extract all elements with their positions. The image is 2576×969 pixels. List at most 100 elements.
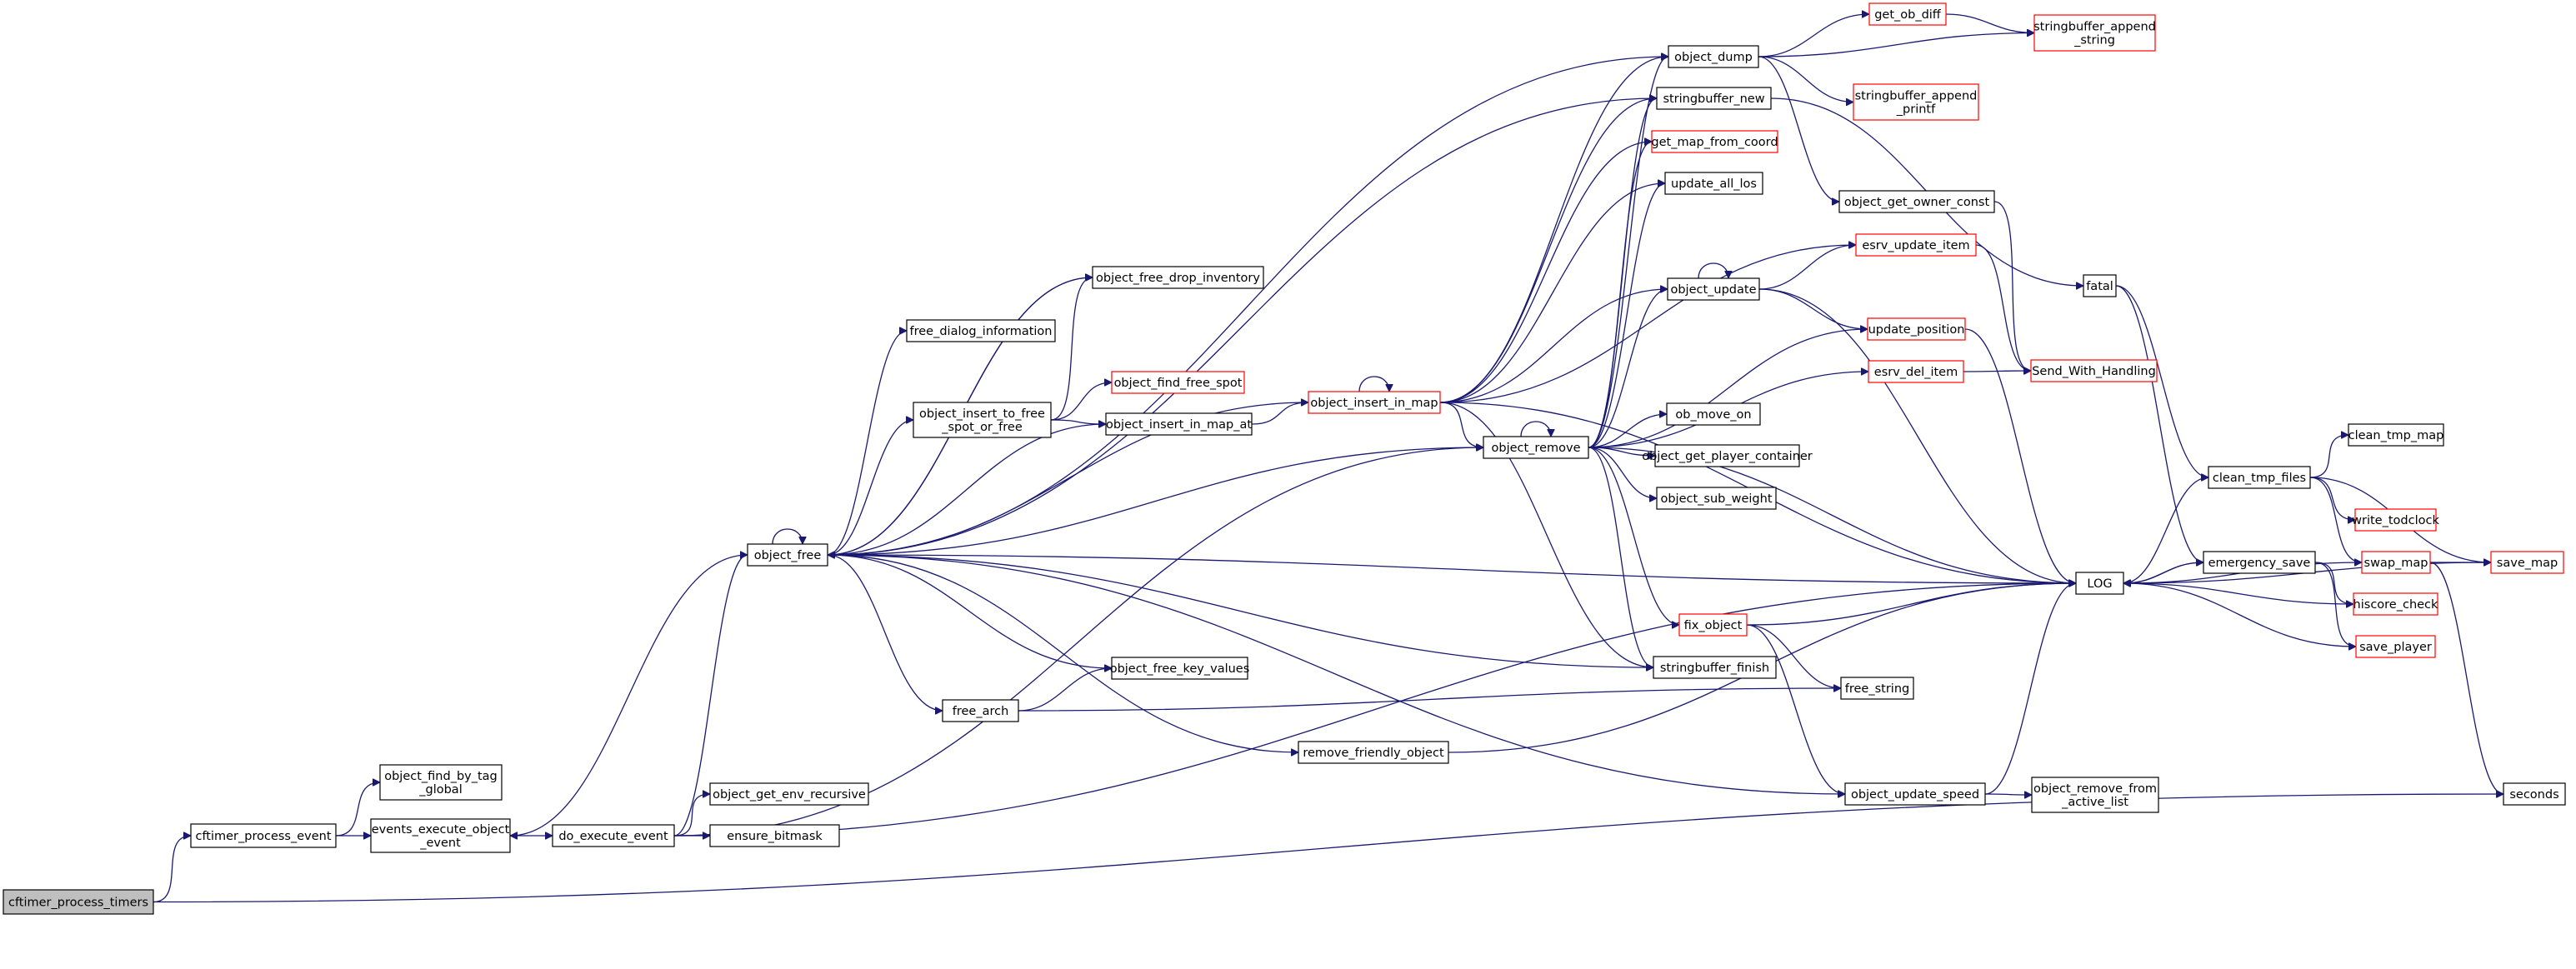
edge-object-remove-to-update-position xyxy=(1588,329,1868,448)
node-box xyxy=(709,782,869,806)
node-box xyxy=(2503,782,2566,806)
node-do-execute-event[interactable]: do_execute_event xyxy=(552,824,675,847)
node-clean-tmp-files[interactable]: clean_tmp_files xyxy=(2208,466,2311,489)
node-label: _event xyxy=(419,837,461,850)
node-label: stringbuffer_finish xyxy=(1660,662,1769,675)
node-hiscore-check[interactable]: hiscore_check xyxy=(2353,592,2438,616)
edge-object-insert-in-map-to-object-update xyxy=(1439,289,1668,403)
node-label: stringbuffer_append xyxy=(1855,90,1978,103)
node-label: free_arch xyxy=(953,705,1009,718)
node-swap-map[interactable]: swap_map xyxy=(2361,551,2431,574)
node-label: get_ob_diff xyxy=(1874,8,1942,22)
node-update-position[interactable]: update_position xyxy=(1867,317,1966,341)
node-cftimer-process-event[interactable]: cftimer_process_event xyxy=(190,823,337,848)
node-object-update[interactable]: object_update xyxy=(1667,277,1760,301)
edge-object-update-speed-to-object-remove-from-active-list xyxy=(1984,794,2032,795)
node-update-all-los[interactable]: update_all_los xyxy=(1664,172,1763,195)
node-stringbuffer-finish[interactable]: stringbuffer_finish xyxy=(1653,656,1777,679)
edge-object-free-to-object-free xyxy=(772,528,803,545)
node-ob-move-on[interactable]: ob_move_on xyxy=(1666,402,1761,426)
node-label: object_remove xyxy=(1492,442,1581,455)
node-object-insert-in-map[interactable]: object_insert_in_map xyxy=(1308,391,1441,414)
node-box xyxy=(1868,2,1947,26)
node-clean-tmp-map[interactable]: clean_tmp_map xyxy=(2348,423,2444,447)
node-object-free-key-values[interactable]: object_free_key_values xyxy=(1110,657,1250,680)
node-object-dump[interactable]: object_dump xyxy=(1668,45,1759,68)
node-label: clean_tmp_map xyxy=(2348,429,2444,442)
node-object-get-owner-const[interactable]: object_get_owner_const xyxy=(1838,190,1995,213)
node-save-map[interactable]: save_map xyxy=(2490,551,2564,574)
node-fatal[interactable]: fatal xyxy=(2083,274,2117,297)
node-esrv-del-item[interactable]: esrv_del_item xyxy=(1868,360,1964,383)
edge-do-execute-event-to-object-remove xyxy=(673,447,1483,837)
node-label: emergency_save xyxy=(2208,557,2311,570)
node-object-remove-from-active-list[interactable]: object_remove_from_active_list xyxy=(2031,777,2159,813)
node-box xyxy=(747,543,828,567)
node-label: _printf xyxy=(1896,103,1936,117)
node-label: object_remove_from xyxy=(2033,782,2157,796)
node-get-ob-diff[interactable]: get_ob_diff xyxy=(1868,2,1947,26)
node-ensure-bitmask[interactable]: ensure_bitmask xyxy=(709,824,840,847)
node-box xyxy=(942,699,1019,722)
edge-object-dump-to-get-ob-diff xyxy=(1758,14,1869,57)
node-label: ensure_bitmask xyxy=(727,830,823,843)
node-box xyxy=(190,823,337,848)
node-label: object_get_player_container xyxy=(1642,450,1813,463)
edge-cftimer-process-timers-to-cftimer-process-event xyxy=(153,836,191,903)
edge-object-dump-to-object-get-owner-const xyxy=(1758,56,1840,202)
node-object-find-by-tag-global[interactable]: object_find_by_tag_global xyxy=(379,764,503,801)
node-object-get-env-recursive[interactable]: object_get_env_recursive xyxy=(709,782,869,806)
edge-object-insert-in-map-to-stringbuffer-finish xyxy=(1439,402,1653,667)
node-write-todclock[interactable]: write_todclock xyxy=(2352,508,2439,532)
node-remove-friendly-object[interactable]: remove_friendly_object xyxy=(1298,741,1449,764)
node-object-find-free-spot[interactable]: object_find_free_spot xyxy=(1111,371,1245,394)
node-stringbuffer-new[interactable]: stringbuffer_new xyxy=(1656,87,1772,110)
node-object-insert-to-free-spot-or-free[interactable]: object_insert_to_free_spot_or_free xyxy=(913,402,1052,438)
node-box xyxy=(370,818,511,853)
node-seconds[interactable]: seconds xyxy=(2503,782,2566,806)
node-label: object_free xyxy=(754,549,822,562)
node-box xyxy=(1111,371,1245,394)
node-label: Send_With_Handling xyxy=(2032,365,2156,378)
node-emergency-save[interactable]: emergency_save xyxy=(2203,551,2316,574)
edge-object-remove-to-object-update xyxy=(1588,289,1668,448)
edge-object-remove-to-stringbuffer-finish xyxy=(1588,447,1654,667)
node-free-arch[interactable]: free_arch xyxy=(942,699,1019,722)
node-box xyxy=(2030,359,2158,382)
node-label: remove_friendly_object xyxy=(1303,747,1444,760)
edge-object-free-to-object-insert-in-map-at xyxy=(827,424,1106,556)
node-stringbuffer-append-printf[interactable]: stringbuffer_append_printf xyxy=(1853,83,1979,121)
node-box xyxy=(2033,14,2156,52)
node-free-dialog-information[interactable]: free_dialog_information xyxy=(906,319,1056,342)
node-label: fatal xyxy=(2086,280,2113,293)
node-esrv-update-item[interactable]: esrv_update_item xyxy=(1855,233,1977,257)
node-box xyxy=(1111,657,1248,680)
node-label: object_insert_in_map xyxy=(1310,397,1438,410)
node-object-update-speed[interactable]: object_update_speed xyxy=(1844,782,1986,806)
node-label: update_position xyxy=(1868,323,1965,337)
node-object-get-player-container[interactable]: object_get_player_container xyxy=(1642,444,1813,467)
node-box xyxy=(2031,777,2159,813)
node-object-free-drop-inventory[interactable]: object_free_drop_inventory xyxy=(1092,266,1264,289)
node-label: object_insert_in_map_at xyxy=(1106,418,1252,432)
node-free-string[interactable]: free_string xyxy=(1840,677,1914,700)
node-box xyxy=(1105,412,1253,436)
node-LOG[interactable]: LOG xyxy=(2075,572,2124,595)
node-Send-With-Handling[interactable]: Send_With_Handling xyxy=(2030,359,2158,382)
node-fix-object[interactable]: fix_object xyxy=(1678,613,1748,637)
node-label: cftimer_process_timers xyxy=(8,897,148,910)
edge-get-ob-diff-to-stringbuffer-append-string xyxy=(1945,13,2034,33)
node-cftimer-process-timers[interactable]: cftimer_process_timers xyxy=(3,889,154,915)
node-box xyxy=(2208,466,2311,489)
node-object-insert-in-map-at[interactable]: object_insert_in_map_at xyxy=(1105,412,1253,436)
node-get-map-from-coord[interactable]: get_map_from_coord xyxy=(1651,130,1778,153)
node-label: esrv_update_item xyxy=(1862,239,1969,252)
node-save-player[interactable]: save_player xyxy=(2355,635,2436,658)
node-object-sub-weight[interactable]: object_sub_weight xyxy=(1656,487,1777,510)
edge-object-insert-to-free-spot-or-free-to-object-find-free-spot xyxy=(1050,382,1112,421)
node-object-remove[interactable]: object_remove xyxy=(1483,436,1589,459)
node-object-free[interactable]: object_free xyxy=(747,543,828,567)
node-events-execute-object-event[interactable]: events_execute_object_event xyxy=(370,818,511,853)
node-stringbuffer-append-string[interactable]: stringbuffer_append_string xyxy=(2033,14,2156,52)
